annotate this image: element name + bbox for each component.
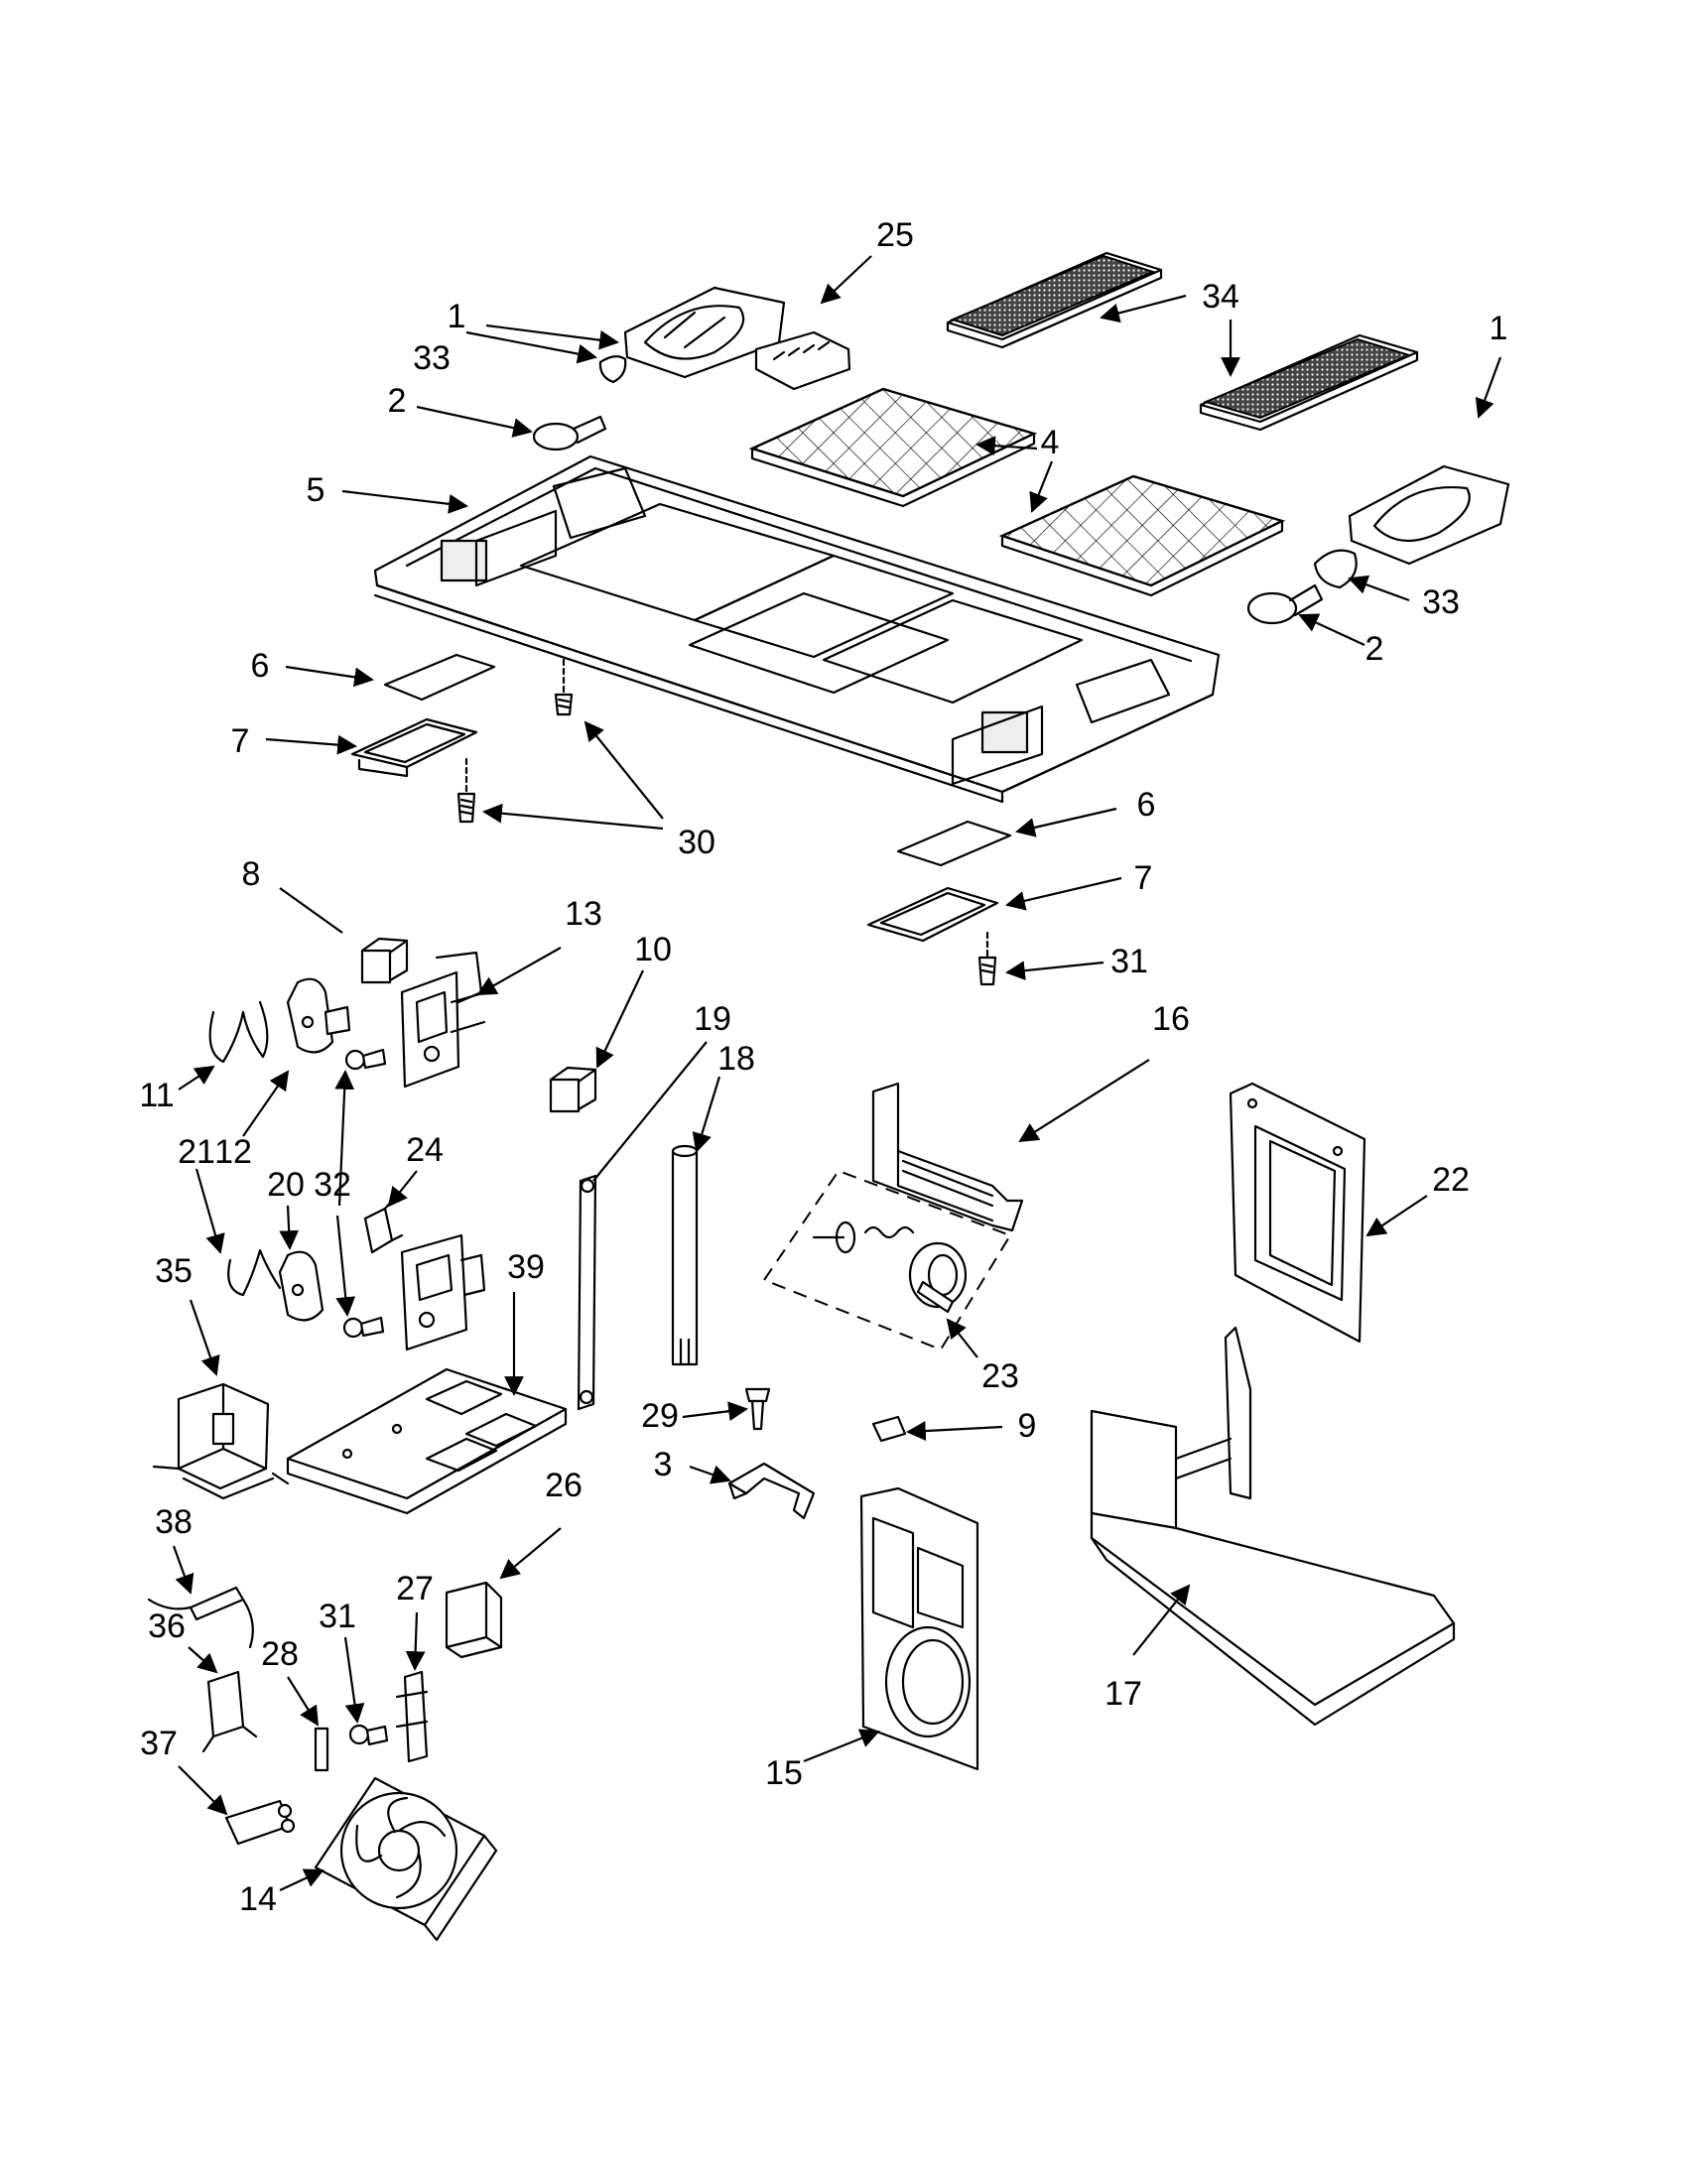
diode-37	[224, 1799, 296, 1846]
callout-11: 11	[139, 1077, 174, 1114]
duct-17	[1090, 1326, 1456, 1727]
lens-frame-right	[866, 886, 999, 943]
callout-13: 13	[565, 895, 602, 933]
callout-14: 14	[239, 1880, 277, 1918]
screw-31-bottom	[348, 1724, 389, 1746]
callout-29: 29	[641, 1397, 679, 1435]
relay-24	[363, 1199, 404, 1254]
callout-1-left: 1	[448, 298, 466, 335]
screw-29	[744, 1387, 771, 1431]
shaft-18	[671, 1144, 699, 1366]
base-plate-39	[286, 1367, 568, 1515]
callout-6-left: 6	[251, 647, 270, 685]
latch-13	[400, 951, 488, 1089]
bulb-right	[1246, 583, 1324, 625]
callout-34: 34	[1202, 278, 1239, 316]
charcoal-filter-top	[946, 251, 1163, 349]
transformer-35	[152, 1382, 290, 1500]
callout-27: 27	[396, 1570, 434, 1607]
bracket-27	[395, 1670, 429, 1763]
callout-33-left: 33	[413, 339, 451, 377]
callout-32: 32	[314, 1166, 351, 1204]
capacitor-26	[445, 1581, 503, 1659]
screw-32-b	[342, 1316, 385, 1339]
callout-28: 28	[261, 1635, 299, 1673]
callout-12: 12	[214, 1133, 252, 1171]
callout-9: 9	[1018, 1407, 1037, 1445]
callout-2-right: 2	[1365, 630, 1384, 668]
callout-15: 15	[765, 1754, 803, 1792]
callout-30: 30	[678, 824, 715, 861]
callout-3: 3	[654, 1446, 673, 1483]
screw-30-b	[456, 757, 476, 824]
latch-lower	[400, 1233, 486, 1351]
callout-26: 26	[545, 1467, 583, 1504]
screw-31-top	[977, 931, 997, 986]
spring-21	[227, 1248, 282, 1297]
switch-10	[549, 1066, 597, 1113]
callout-16: 16	[1152, 1000, 1190, 1038]
callout-7-right: 7	[1134, 859, 1153, 897]
fan-14	[314, 1776, 498, 1942]
callout-24: 24	[406, 1131, 444, 1169]
lens-frame-left	[350, 717, 478, 778]
screw-32-a	[344, 1048, 387, 1071]
callout-31-bottom: 31	[319, 1598, 356, 1635]
bulb-left	[532, 415, 607, 451]
fuse-38	[147, 1586, 254, 1649]
fuse-28	[314, 1727, 329, 1772]
rod-19	[577, 1174, 597, 1411]
callout-10: 10	[634, 931, 672, 968]
callout-4-upper: 4	[1041, 424, 1060, 461]
bracket-16	[871, 1082, 1024, 1232]
duct-plate-22	[1229, 1082, 1366, 1344]
callout-21: 21	[178, 1133, 215, 1171]
spring-11	[208, 1000, 269, 1064]
fan-shroud-15	[859, 1486, 979, 1771]
cam-lever-20	[278, 1250, 325, 1322]
socket-left	[598, 355, 627, 384]
callout-22: 22	[1432, 1161, 1470, 1199]
callout-36: 36	[148, 1607, 186, 1645]
socket-board	[754, 330, 851, 391]
top-panel-part	[373, 454, 1221, 804]
lamp-housing-left	[623, 286, 786, 379]
callout-1-right: 1	[1490, 310, 1508, 347]
callout-35: 35	[155, 1252, 193, 1290]
callout-8: 8	[242, 855, 261, 893]
callout-31-top: 31	[1110, 943, 1148, 980]
callout-33-right: 33	[1422, 583, 1460, 621]
callout-5: 5	[307, 471, 325, 509]
glass-cover-left	[383, 653, 496, 702]
callout-23: 23	[981, 1357, 1019, 1395]
screw-30-a	[554, 658, 574, 716]
callout-38: 38	[155, 1503, 193, 1541]
callout-17: 17	[1104, 1675, 1142, 1713]
switch-8	[360, 937, 409, 984]
coupling-assembly-23	[762, 1169, 1012, 1351]
grease-filter-right	[998, 474, 1286, 597]
glass-cover-right	[896, 820, 1012, 867]
socket-right	[1313, 549, 1358, 589]
callout-37: 37	[140, 1725, 178, 1762]
charcoal-filter-bottom	[1199, 333, 1419, 432]
callout-19: 19	[694, 1000, 731, 1038]
clip-9	[871, 1415, 907, 1443]
callout-6-right: 6	[1137, 786, 1156, 824]
bracket-36	[201, 1670, 258, 1753]
lamp-housing-right	[1348, 464, 1510, 566]
callout-2-left: 2	[388, 382, 407, 420]
callout-25: 25	[876, 216, 914, 254]
callout-7-left: 7	[231, 722, 250, 760]
callout-20: 20	[267, 1166, 305, 1204]
bracket-3	[727, 1462, 816, 1520]
callout-18: 18	[717, 1040, 755, 1078]
cam-lever-12	[286, 977, 351, 1054]
callout-39: 39	[507, 1248, 545, 1286]
grease-filter-left	[748, 387, 1038, 508]
